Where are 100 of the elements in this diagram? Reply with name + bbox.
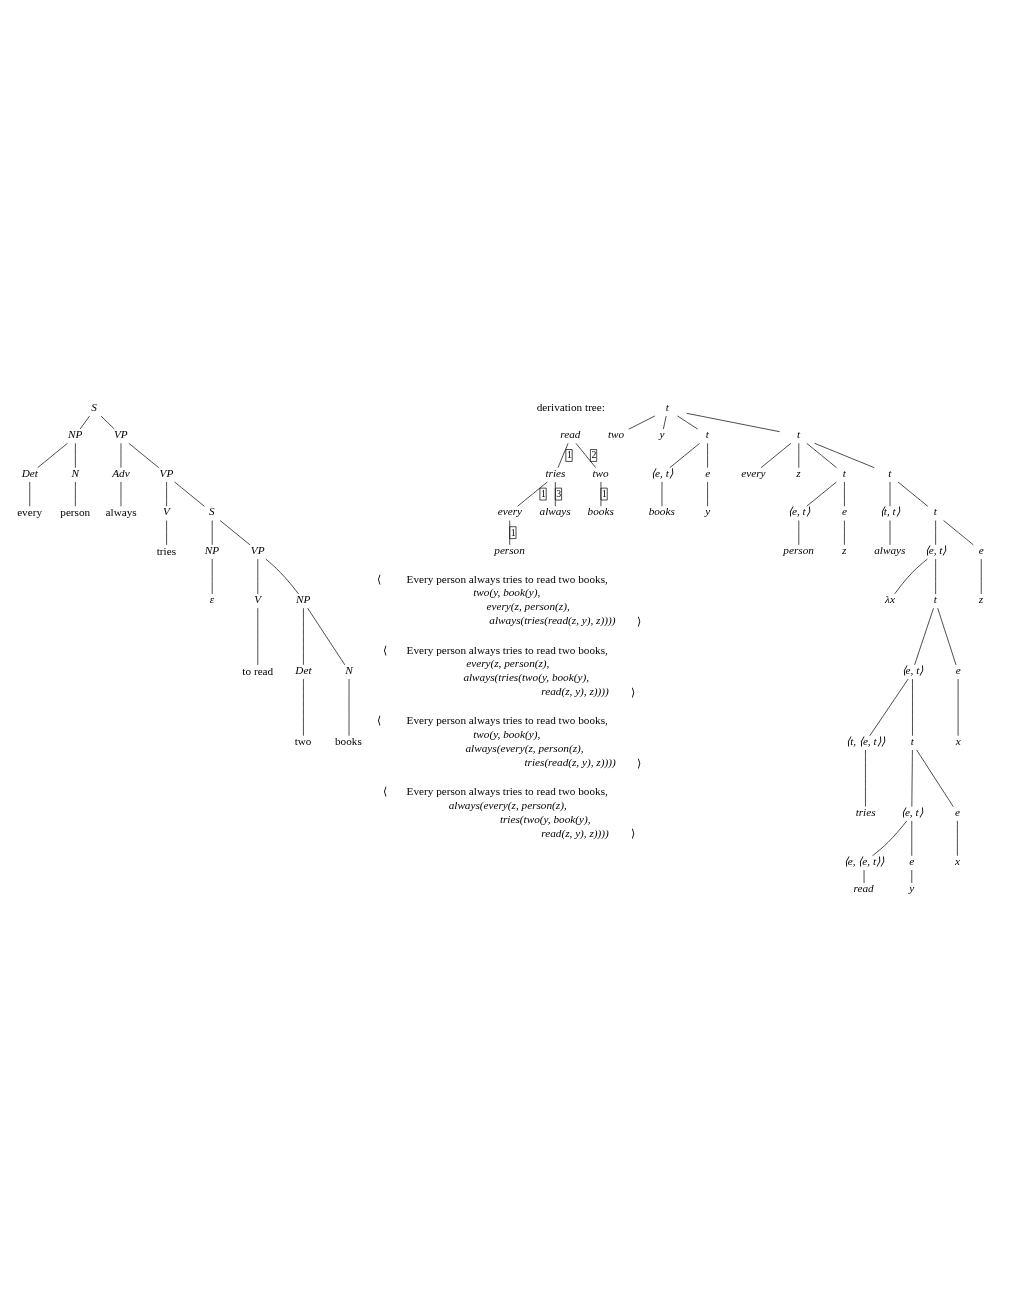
node-text: ⟨e, t⟩ — [924, 543, 947, 556]
label: always(every(z, person(z), — [448, 798, 567, 811]
connector — [869, 678, 909, 736]
connector — [865, 749, 866, 807]
label: two(y, book(y), — [473, 585, 541, 598]
node-text: every — [741, 466, 766, 479]
node-text: V — [254, 592, 262, 605]
connector — [806, 481, 837, 507]
node-text: N — [345, 663, 353, 676]
connector — [79, 415, 90, 429]
label: ⟨ — [383, 643, 388, 656]
node-text: t — [933, 504, 937, 517]
node-text: e — [705, 466, 711, 479]
node-text: Det — [21, 466, 38, 479]
connector — [575, 442, 597, 468]
node-text: Adv — [112, 466, 130, 479]
node-text: always — [105, 505, 137, 518]
node-text: ε — [209, 592, 215, 605]
node-text: read — [853, 881, 874, 894]
node-text: λx — [885, 592, 895, 605]
node-text: NP — [296, 592, 311, 605]
label: always(tries(read(z, y), z)))) — [489, 613, 616, 626]
label: Every person always tries to read two books, — [406, 713, 608, 726]
node-text: ⟨e, t⟩ — [651, 466, 673, 479]
node-text: e — [955, 663, 961, 676]
node-text: e — [841, 504, 847, 517]
connector — [872, 820, 908, 856]
node-text: S — [209, 504, 215, 517]
node-text: person — [783, 543, 814, 556]
node-text: t — [705, 427, 709, 440]
connector — [760, 442, 792, 468]
connector — [806, 442, 837, 468]
node-text: t — [665, 400, 669, 413]
node-text: tries — [156, 544, 177, 557]
label: two(y, book(y), — [473, 727, 541, 740]
label: Every person always tries to read two books, — [406, 572, 608, 585]
node-text: person — [60, 505, 91, 518]
node-text: VP — [250, 543, 265, 556]
connector — [897, 481, 929, 507]
connector — [265, 558, 299, 594]
node-text: tries — [545, 466, 566, 479]
connector — [916, 749, 954, 807]
label: always(every(z, person(z), — [465, 741, 584, 754]
node-text: e — [909, 854, 915, 867]
label: ⟨ — [377, 572, 382, 585]
connector — [509, 519, 511, 545]
connector — [174, 481, 205, 507]
connector — [128, 442, 160, 468]
node-text: e — [954, 805, 960, 818]
label: ⟩ — [631, 685, 636, 698]
node-text: read — [560, 427, 581, 440]
edge-label: 1 — [510, 526, 516, 538]
node-text: books — [587, 504, 614, 517]
node-text: every — [497, 504, 523, 517]
node-text: ⟨e, t⟩ — [901, 663, 924, 676]
node-text: t — [910, 734, 914, 747]
connector — [554, 481, 556, 507]
label: ⟨ — [377, 713, 382, 726]
node-text: Det — [295, 663, 312, 676]
node-text: y — [705, 504, 711, 517]
node-text: two — [294, 734, 312, 747]
label: always(tries(two(y, book(y), — [463, 670, 589, 683]
label: every(z, person(z), — [486, 599, 570, 612]
node-text: VP — [159, 466, 174, 479]
node-text: two — [607, 427, 625, 440]
label: Every person always tries to read two books, — [406, 784, 608, 797]
node-text: two — [592, 466, 609, 479]
node-text: ⟨t, t⟩ — [879, 504, 900, 517]
connector — [677, 415, 699, 429]
edge-label: 2 — [591, 448, 597, 460]
node-text: books — [334, 734, 362, 747]
label: ⟨ — [383, 784, 388, 797]
label: ⟩ — [637, 614, 642, 627]
node-text: t — [888, 466, 892, 479]
connector — [937, 607, 957, 665]
node-text: tries — [855, 805, 876, 818]
label: tries(two(y, book(y), — [499, 812, 591, 825]
node-text: NP — [68, 427, 83, 440]
label: ⟩ — [637, 756, 642, 769]
node-text: ⟨t, ⟨e, t⟩⟩ — [846, 734, 885, 747]
connector — [517, 481, 548, 507]
connector — [600, 481, 602, 507]
connector — [219, 519, 251, 545]
node-text: person — [494, 543, 525, 556]
label: tries(read(z, y), z)))) — [524, 755, 616, 768]
connector — [663, 415, 667, 429]
node-text: t — [842, 466, 846, 479]
connector — [686, 412, 781, 432]
node-text: x — [954, 854, 960, 867]
node-text: books — [648, 504, 675, 517]
node-text: V — [163, 504, 170, 517]
edge-label: 1 — [566, 448, 572, 460]
label: read(z, y), z)))) — [541, 684, 609, 697]
label: derivation tree: — [536, 400, 605, 413]
connector — [943, 519, 974, 545]
node-text: t — [933, 592, 937, 605]
node-text: NP — [204, 543, 220, 556]
connector — [557, 442, 569, 468]
connector — [669, 442, 700, 468]
node-text: y — [909, 881, 915, 894]
